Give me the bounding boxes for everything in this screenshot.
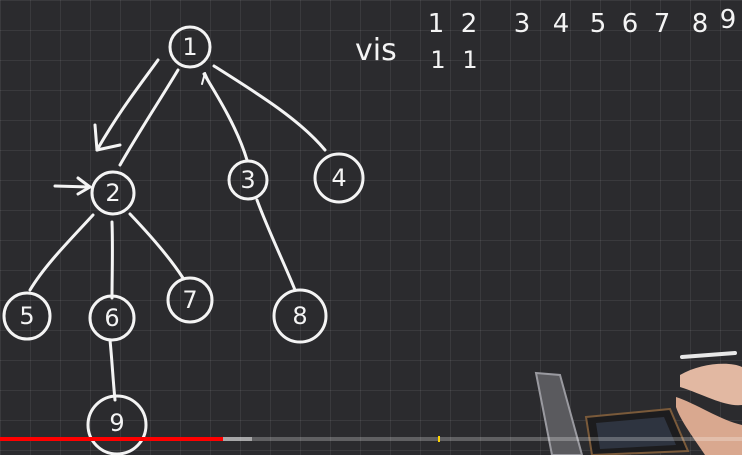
graph-node-7: 7: [166, 276, 214, 324]
node-label: 1: [182, 33, 197, 61]
node-label: 4: [331, 164, 346, 192]
visited-index: 7: [654, 9, 671, 39]
graph-node-6: 6: [88, 294, 136, 342]
visited-index: 6: [622, 9, 639, 39]
edge-6-9: [108, 338, 117, 402]
edge-2-5: [28, 213, 95, 292]
traversal-arrow-icon: [93, 58, 160, 152]
visited-index: 8: [692, 9, 709, 39]
laptop-screen: [534, 371, 584, 455]
video-progress-bar[interactable]: [0, 436, 742, 442]
visited-index: 2: [461, 9, 478, 39]
edge-1-2: [118, 68, 180, 167]
visited-index: 5: [590, 9, 607, 39]
visited-index: 4: [553, 9, 570, 39]
node-label: 8: [292, 302, 307, 330]
presenter-hand-right: [676, 397, 742, 455]
node-label: 9: [109, 409, 124, 437]
edge-3-8: [255, 198, 297, 292]
tablet-screen: [596, 417, 676, 449]
presenter-hand-left: [680, 363, 742, 406]
visited-value: 1: [462, 46, 477, 74]
video-chapter-marker: [438, 436, 440, 442]
current-node-pointer-icon: [53, 176, 93, 196]
video-played-bar: [0, 437, 223, 441]
node-label: 6: [104, 304, 119, 332]
edge-2-7: [128, 212, 185, 280]
stylus-icon: [680, 351, 737, 359]
graph-node-1: 1: [168, 25, 212, 69]
visited-index: 1: [428, 9, 445, 39]
visited-label: vis: [355, 33, 397, 68]
visited-array: vis 1 2 3 4 5 6 7 8 9 1 1: [355, 5, 736, 74]
graph-node-3: 3: [227, 159, 269, 201]
node-label: 3: [240, 166, 255, 194]
graph-node-5: 5: [2, 291, 52, 341]
node-label: 2: [105, 179, 120, 207]
graph-node-2: 2: [90, 170, 136, 216]
backtrack-arrow-icon: [201, 72, 213, 89]
presenter-video-overlay: [534, 351, 742, 455]
visited-value: 1: [430, 46, 445, 74]
visited-index: 3: [514, 9, 531, 39]
node-label: 5: [19, 302, 34, 330]
edge-1-4: [212, 64, 327, 152]
graph-node-9: 9: [86, 394, 148, 455]
graph-edges: [28, 64, 327, 402]
graph-node-4: 4: [313, 152, 365, 204]
graph-node-8: 8: [272, 288, 328, 344]
node-label: 7: [182, 286, 197, 314]
visited-index: 9: [720, 5, 737, 35]
